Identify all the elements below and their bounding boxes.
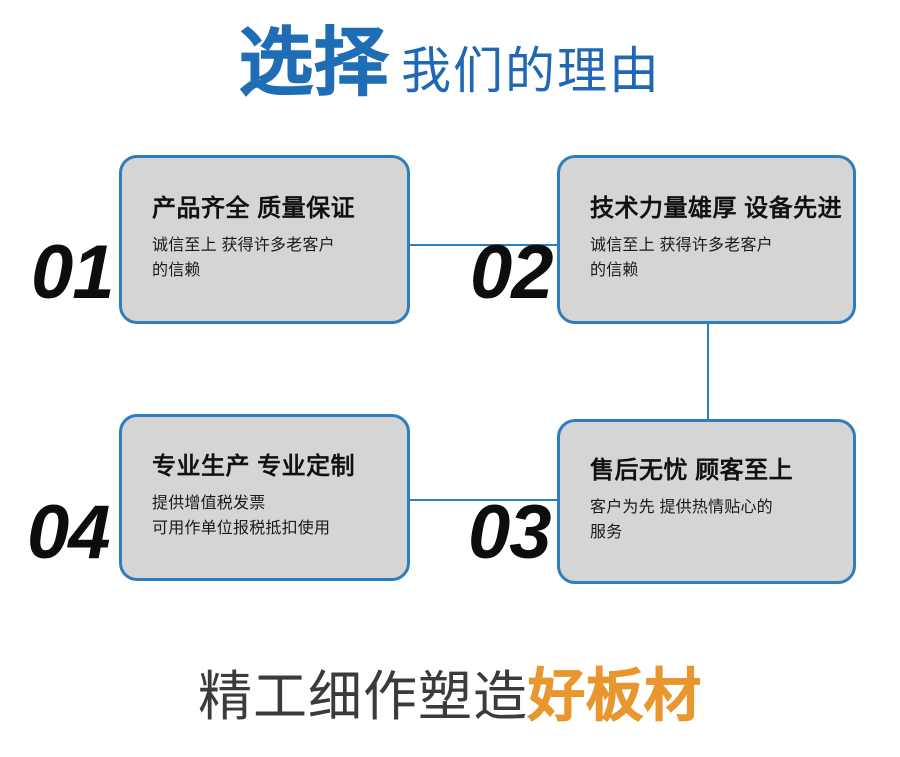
reason-card-02[interactable]: 技术力量雄厚 设备先进 诚信至上 获得许多老客户 的信赖 (557, 155, 856, 324)
reason-card-01-body-line-2: 的信赖 (152, 261, 201, 279)
reason-card-03-body: 客户为先 提供热情贴心的 服务 (578, 496, 835, 546)
reason-card-04-title: 专业生产 专业定制 (152, 453, 356, 481)
reason-card-03-body-line-1: 客户为先 提供热情贴心的 (590, 499, 773, 517)
reason-card-04-number: 04 (27, 490, 111, 575)
connector-line-01-to-02 (408, 244, 559, 246)
reason-card-04[interactable]: 专业生产 专业定制 提供增值税发票 可用作单位报税抵扣使用 (119, 414, 410, 581)
reason-card-03-body-line-2: 服务 (590, 523, 623, 541)
reason-card-02-body-line-1: 诚信至上 获得许多老客户 (590, 237, 773, 255)
reason-card-01-body: 诚信至上 获得许多老客户 的信赖 (140, 234, 389, 284)
reason-card-02-body-line-2: 的信赖 (590, 261, 639, 279)
reason-card-02-body: 诚信至上 获得许多老客户 的信赖 (578, 234, 835, 284)
reason-card-02-number: 02 (470, 230, 554, 315)
reason-card-01-number: 01 (31, 230, 115, 315)
footer-slogan-main: 精工细作塑造 (198, 667, 528, 727)
page-title-subtext: 我们的理由 (401, 43, 661, 99)
connector-line-02-to-03 (707, 320, 709, 422)
reason-card-01-body-line-1: 诚信至上 获得许多老客户 (152, 237, 335, 255)
footer-slogan-accent: 好板材 (528, 663, 702, 729)
footer-slogan: 精工细作塑造好板材 (0, 667, 900, 727)
reason-card-04-body: 提供增值税发票 可用作单位报税抵扣使用 (140, 492, 389, 542)
reason-card-03-number: 03 (468, 490, 552, 575)
reason-card-04-body-line-2: 可用作单位报税抵扣使用 (152, 519, 331, 537)
page-title-highlight: 选择 (238, 20, 389, 106)
connector-line-04-to-03 (408, 499, 559, 501)
reason-card-01-title: 产品齐全 质量保证 (152, 195, 356, 223)
reason-card-01[interactable]: 产品齐全 质量保证 诚信至上 获得许多老客户 的信赖 (119, 155, 410, 324)
reason-card-03[interactable]: 售后无忧 顾客至上 客户为先 提供热情贴心的 服务 (557, 419, 856, 584)
reason-card-04-body-line-1: 提供增值税发票 (152, 495, 266, 513)
reason-card-02-title: 技术力量雄厚 设备先进 (590, 195, 843, 223)
reason-card-03-title: 售后无忧 顾客至上 (590, 457, 794, 485)
page-title: 选择我们的理由 (0, 25, 900, 100)
